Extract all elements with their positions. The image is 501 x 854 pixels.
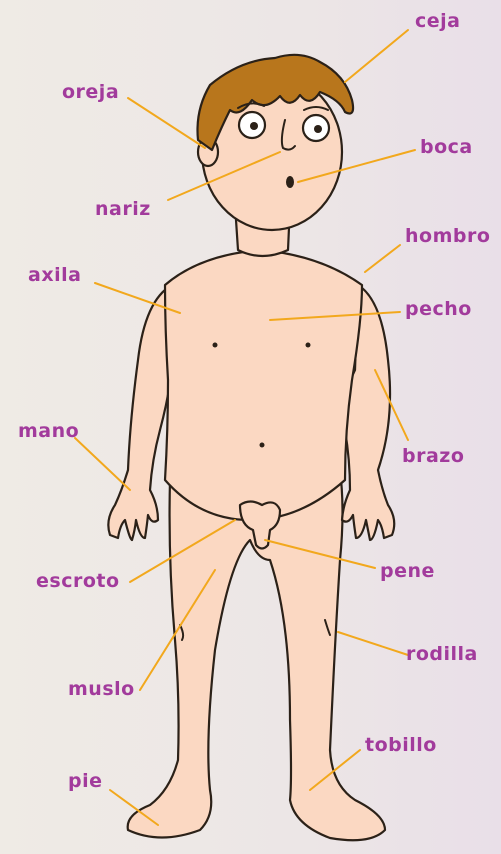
- label-mano: mano: [18, 422, 79, 441]
- label-boca: boca: [420, 138, 473, 157]
- label-pie: pie: [68, 772, 103, 791]
- right-pupil: [314, 125, 322, 133]
- label-ceja: ceja: [415, 12, 460, 31]
- navel: [260, 443, 265, 448]
- leader-mano: [75, 438, 130, 490]
- left-nipple: [213, 343, 218, 348]
- left-pupil: [250, 122, 258, 130]
- left-arm: [108, 285, 172, 540]
- label-axila: axila: [28, 266, 81, 285]
- label-tobillo: tobillo: [365, 736, 437, 755]
- leader-rodilla: [338, 632, 408, 655]
- right-nipple: [306, 343, 311, 348]
- leader-oreja: [128, 98, 205, 148]
- label-brazo: brazo: [402, 447, 464, 466]
- label-oreja: oreja: [62, 83, 119, 102]
- label-pene: pene: [380, 562, 435, 581]
- label-hombro: hombro: [405, 227, 490, 246]
- leader-hombro: [365, 245, 400, 272]
- label-muslo: muslo: [68, 680, 135, 699]
- label-rodilla: rodilla: [406, 645, 478, 664]
- leader-ceja: [345, 30, 408, 82]
- label-nariz: nariz: [95, 200, 151, 219]
- label-escroto: escroto: [36, 572, 120, 591]
- torso: [165, 250, 362, 520]
- mouth: [286, 176, 294, 188]
- label-pecho: pecho: [405, 300, 472, 319]
